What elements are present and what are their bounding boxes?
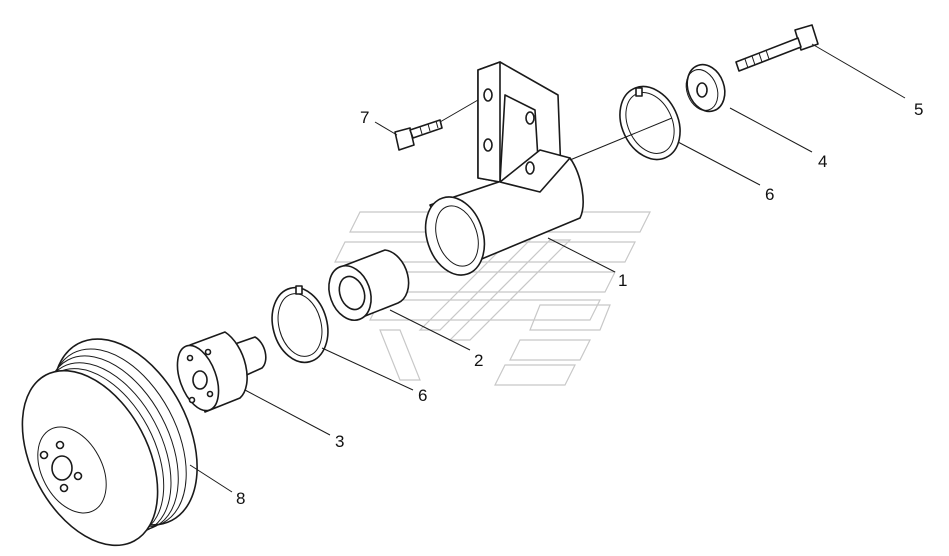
part-4-washer: [685, 63, 726, 113]
callout-1: 1: [618, 271, 627, 290]
part-8-pulley: [21, 338, 198, 547]
callout-7: 7: [360, 108, 369, 127]
part-1-bracket: [424, 61, 584, 276]
leader-6b: [321, 347, 414, 391]
callout-6-lower: 6: [418, 386, 427, 405]
leader-8: [189, 464, 233, 493]
callout-5: 5: [914, 100, 923, 119]
callout-3: 3: [335, 432, 344, 451]
assembly-axis: [569, 117, 673, 161]
part-5-bolt: [735, 24, 819, 72]
callout-2: 2: [474, 351, 483, 370]
leader-3: [244, 389, 331, 436]
part-6-snap-ring-upper: [619, 85, 681, 161]
leader-lines: [189, 43, 906, 493]
part-3-hub: [176, 331, 267, 413]
leader-7: [374, 121, 398, 136]
leader-6a: [677, 141, 761, 186]
leader-5: [811, 43, 906, 99]
leader-1: [547, 237, 616, 273]
callout-8: 8: [236, 489, 245, 508]
leader-2: [389, 309, 471, 351]
callout-4: 4: [818, 152, 827, 171]
part-6-snap-ring-lower: [271, 285, 329, 364]
leader-4: [729, 107, 813, 153]
callout-labels: 1 2 3 4 5 6 6 7 8: [236, 100, 923, 508]
part-2-bushing: [328, 249, 410, 321]
leader-7b: [439, 99, 479, 123]
callout-6-upper: 6: [765, 185, 774, 204]
part-7-bolt: [394, 119, 443, 151]
